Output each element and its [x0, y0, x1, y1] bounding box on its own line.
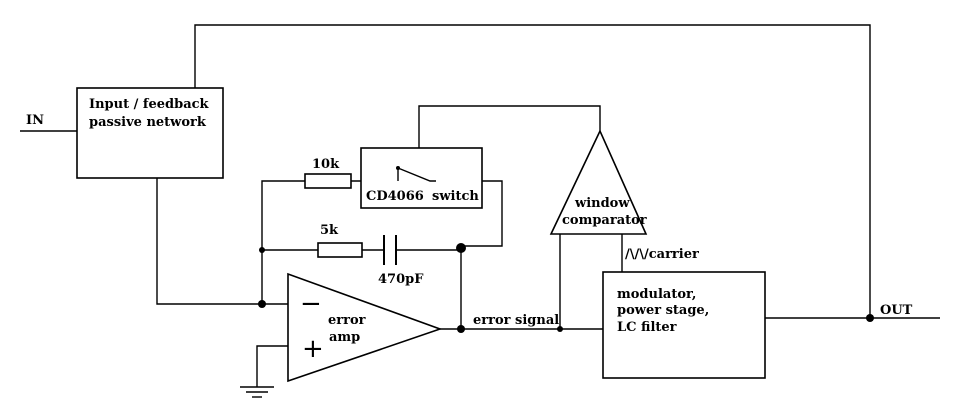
error-amp-block [287, 272, 443, 383]
out-label: OUT [880, 303, 913, 318]
resistor-5k-label: 5k [320, 223, 339, 238]
junction-dot [457, 325, 465, 333]
non-inverting-input-symbol: + [302, 334, 324, 364]
junction-dots [258, 243, 874, 333]
switch-word-label: switch [432, 189, 479, 204]
ground-wire [256, 345, 288, 387]
junction-dot [258, 300, 266, 308]
junction-dot [259, 247, 265, 253]
window-comparator-block [549, 129, 648, 235]
error-signal-label: error signal [473, 313, 559, 328]
feedback-wire [194, 24, 871, 318]
error-amp-line1: error [328, 313, 366, 328]
resistor-10k [304, 173, 352, 189]
inverting-input-symbol: − [300, 289, 322, 319]
capacitor-470pf [383, 235, 397, 265]
left-feedback-column [261, 180, 305, 304]
switch-chip-label: CD4066 [366, 189, 424, 204]
capacitor-label: 470pF [378, 272, 424, 287]
comparator-line1: window [574, 196, 630, 211]
carrier-label: /\/\/carrier [625, 247, 699, 262]
resistor-5k [317, 242, 363, 258]
comparator-line2: comparator [562, 213, 647, 228]
modulator-line1: modulator, [617, 287, 696, 302]
ground-icon [240, 386, 274, 398]
modulator-line3: LC filter [617, 320, 677, 335]
input-feedback-network-block [76, 87, 224, 179]
modulator-line2: power stage, [617, 303, 709, 318]
network-to-amp-wire [156, 178, 288, 305]
switch-contact-icon [396, 166, 436, 182]
wires [20, 24, 940, 387]
junction-dot [557, 326, 563, 332]
in-label: IN [26, 113, 44, 128]
resistor-10k-label: 10k [312, 157, 340, 172]
switch-control-wire [418, 105, 601, 150]
input-block-line1: Input / feedback [89, 97, 210, 112]
modulator-block [602, 271, 766, 379]
error-amp-line2: amp [329, 330, 360, 345]
junction-dot [866, 314, 874, 322]
input-block-line2: passive network [89, 115, 207, 130]
junction-dot [456, 243, 466, 253]
